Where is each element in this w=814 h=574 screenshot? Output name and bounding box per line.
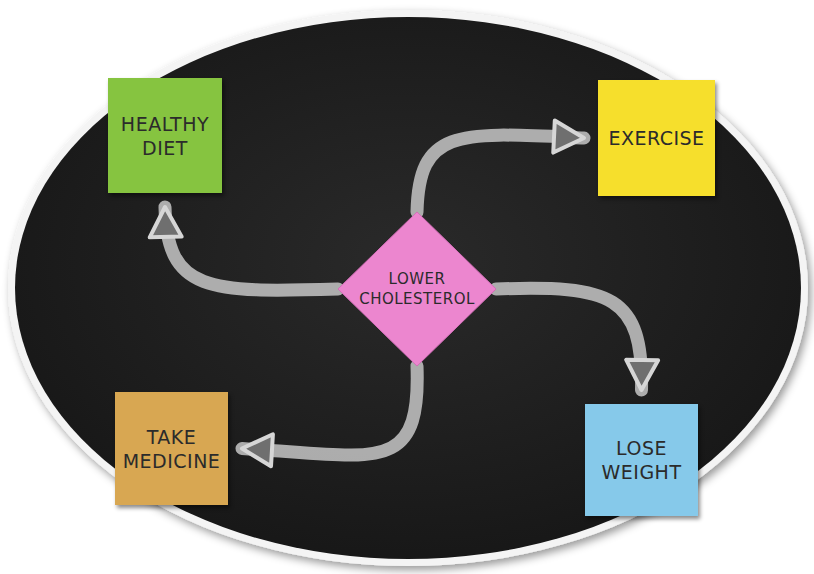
note-text: EXERCISE xyxy=(602,120,710,156)
diamond-shape xyxy=(338,212,496,366)
sticky-note: HEALTHY DIET xyxy=(108,78,222,193)
chalk-arrow xyxy=(165,207,338,290)
note-text: HEALTHY DIET xyxy=(108,106,222,166)
board-surface xyxy=(15,17,801,559)
sticky-note: TAKE MEDICINE xyxy=(115,392,228,505)
chalk-arrow xyxy=(242,366,417,455)
decision-diamond: LOWER CHOLESTEROL xyxy=(338,212,496,366)
note-text: LOWER CHOLESTEROL xyxy=(351,263,483,315)
note-text: LOSE WEIGHT xyxy=(585,430,698,490)
sticky-note: LOSE WEIGHT xyxy=(585,404,698,516)
note-text: TAKE MEDICINE xyxy=(115,419,228,479)
chalk-arrow xyxy=(417,135,584,212)
chalk-arrow xyxy=(496,288,642,390)
board-frame xyxy=(8,10,808,566)
diamond-outline xyxy=(338,212,496,366)
sticky-note: EXERCISE xyxy=(598,80,715,196)
